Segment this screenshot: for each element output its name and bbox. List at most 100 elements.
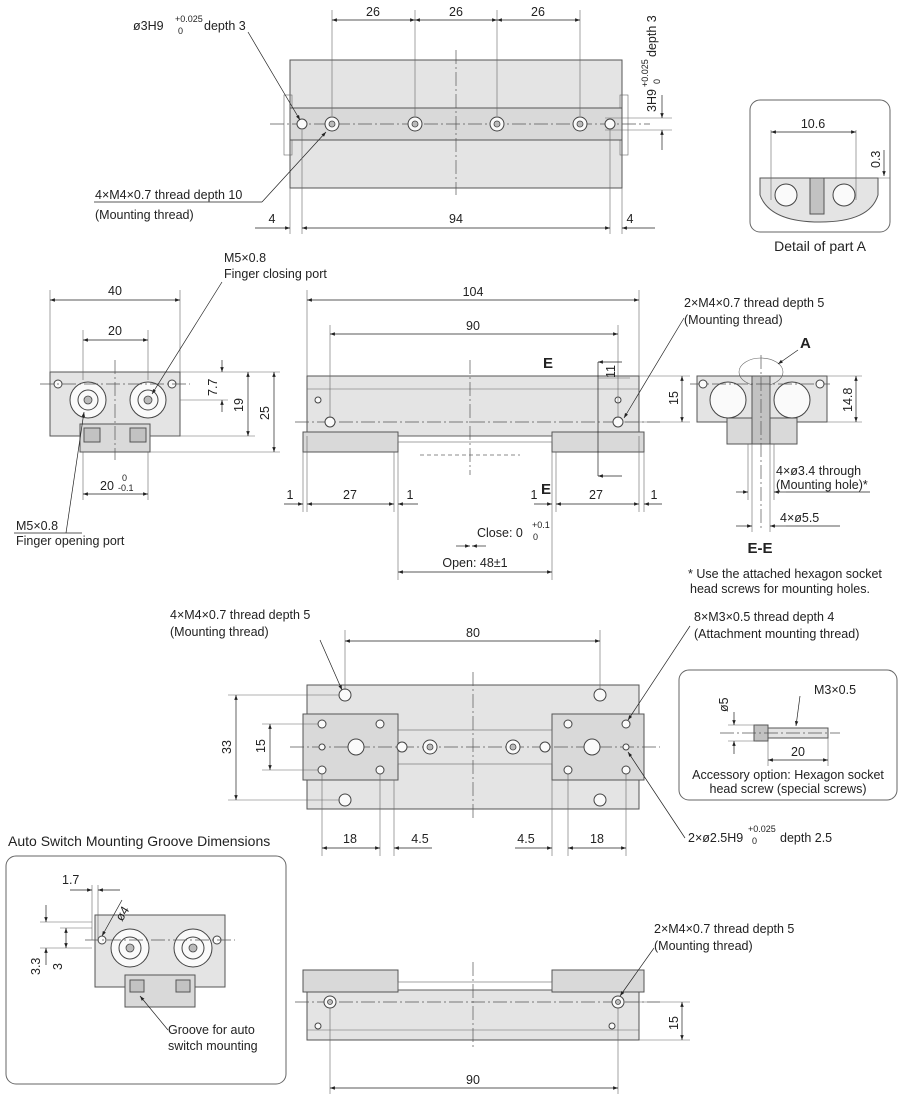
front-thread-note: (Mounting thread) [684, 313, 783, 327]
section-hole-label: 4×ø3.4 through [776, 464, 861, 478]
side-pin-zero: 0 [652, 79, 662, 84]
front-finger-r: 27 [589, 488, 603, 502]
top-thread-note: (Mounting thread) [95, 208, 194, 222]
section-cbore-label: 4×ø5.5 [780, 511, 819, 525]
section-ee: A 14.8 4×ø3.4 through (Mounting hole)* 4… [688, 335, 882, 596]
front-thread-label: 2×M4×0.7 thread depth 5 [684, 296, 824, 310]
side-bottom-tol-top: 0 [122, 473, 127, 483]
right-margin-label: 4 [627, 212, 634, 226]
groove-label-1: Groove for auto [168, 1023, 255, 1037]
side-width-label: 40 [108, 284, 122, 298]
accessory-box: ø5 M3×0.5 20 Accessory option: Hexagon s… [678, 669, 898, 801]
bottom-pin-depth: depth 2.5 [780, 831, 832, 845]
groove-label-2: switch mounting [168, 1039, 258, 1053]
bottom-pin-tol-top: +0.025 [748, 824, 776, 834]
section-ee-caption: E-E [747, 540, 772, 557]
section-footnote-2: head screws for mounting holes. [690, 582, 870, 596]
front-gap-lm: 1 [407, 488, 414, 502]
left-margin-label: 4 [269, 212, 276, 226]
detail-a: 10.6 0.3 Detail of part A [749, 99, 891, 254]
accessory-caption-1: Accessory option: Hexagon socket [692, 768, 884, 782]
front-dim-11: 11 [604, 365, 618, 378]
bottom-pitch-label: 80 [466, 626, 480, 640]
front-gap-r: 1 [651, 488, 658, 502]
groove-dim-1-7: 1.7 [62, 873, 79, 887]
pitch-label-1: 26 [366, 5, 380, 19]
side-inner-width-label: 20 [108, 324, 122, 338]
attach-thread-label: 8×M3×0.5 thread depth 4 [694, 610, 834, 624]
side-view: 40 20 7.7 19 25 20 0 -0.1 M5×0.8 Finger … [14, 251, 327, 548]
bottom-height-label: 33 [220, 740, 234, 754]
accessory-dia: ø5 [717, 697, 731, 712]
front-dim-15: 15 [667, 391, 681, 405]
accessory-length: 20 [791, 745, 805, 759]
bottom-d45-l: 4.5 [411, 832, 428, 846]
top-thread-label: 4×M4×0.7 thread depth 10 [95, 188, 242, 202]
front-view-body [306, 375, 640, 437]
mark-a: A [800, 335, 811, 352]
detail-a-caption: Detail of part A [774, 238, 866, 254]
bottom-d45-r: 4.5 [517, 832, 534, 846]
groove-title: Auto Switch Mounting Groove Dimensions [8, 833, 270, 849]
front-gap-rm: 1 [531, 488, 538, 502]
opening-port-note: Finger opening port [16, 534, 125, 548]
detail-width-label: 10.6 [801, 117, 825, 131]
length-label: 94 [449, 212, 463, 226]
front-view: 104 90 E E 11 15 2×M4×0.7 thread depth 5… [284, 285, 824, 580]
closing-port-label: M5×0.8 [224, 251, 266, 265]
top-mounting-holes [296, 116, 616, 132]
section-e-bottom: E [541, 481, 551, 498]
top-view: 26 26 26 ø3H9 +0.025 0 depth 3 3H9 +0.02… [94, 5, 672, 234]
pin-hole-tol-bot: 0 [178, 26, 183, 36]
front-finger-left [302, 431, 399, 453]
front-gap-l: 1 [287, 488, 294, 502]
attach-thread-note: (Attachment mounting thread) [694, 627, 859, 641]
section-footnote-1: * Use the attached hexagon socket [688, 567, 882, 581]
bottom-thread-note: (Mounting thread) [170, 625, 269, 639]
pin-hole-tol-top: +0.025 [175, 14, 203, 24]
accessory-caption-2: head screw (special screws) [710, 782, 867, 796]
close-label: Close: 0 [477, 526, 523, 540]
pitch-label-2: 26 [449, 5, 463, 19]
front-overall-label: 104 [463, 285, 484, 299]
closing-port-note: Finger closing port [224, 267, 327, 281]
bottom-d18-l: 18 [343, 832, 357, 846]
groove-dim-o4: ø4 [113, 904, 133, 924]
side-bottom-width: 20 [100, 479, 114, 493]
front-finger-l: 27 [343, 488, 357, 502]
side-pin-label: 3H9 [645, 89, 659, 112]
groove-detail: Auto Switch Mounting Groove Dimensions 1… [5, 833, 287, 1085]
section-dim-14-8: 14.8 [841, 388, 855, 412]
close-tol-top: +0.1 [532, 520, 550, 530]
accessory-thread: M3×0.5 [814, 683, 856, 697]
detail-offset-label: 0.3 [869, 151, 883, 168]
lower-thread-label: 2×M4×0.7 thread depth 5 [654, 922, 794, 936]
bottom-thread-label: 4×M4×0.7 thread depth 5 [170, 608, 310, 622]
side-bottom-tol-bot: -0.1 [118, 483, 134, 493]
groove-dim-3: 3 [51, 963, 65, 970]
bottom-d18-r: 18 [590, 832, 604, 846]
open-label: Open: 48±1 [442, 556, 507, 570]
opening-port-label: M5×0.8 [16, 519, 58, 533]
side-dim-25: 25 [258, 406, 272, 420]
section-hole-note: (Mounting hole)* [776, 478, 868, 492]
pin-hole-depth: depth 3 [204, 19, 246, 33]
side-dim-19: 19 [232, 398, 246, 412]
lower-finger-right [551, 969, 645, 993]
lower-thread-note: (Mounting thread) [654, 939, 753, 953]
bottom-holes [317, 688, 631, 807]
bottom-inner-label: 15 [254, 739, 268, 753]
pin-hole-label: ø3H9 [133, 19, 164, 33]
close-tol-bot: 0 [533, 532, 538, 542]
pitch-label-3: 26 [531, 5, 545, 19]
side-pin-depth: depth 3 [645, 15, 659, 57]
section-e-top: E [543, 355, 553, 372]
side-dim-7-7: 7.7 [206, 379, 220, 396]
lower-front-view: 2×M4×0.7 thread depth 5 (Mounting thread… [295, 922, 794, 1094]
bottom-pin-label: 2×ø2.5H9 [688, 831, 743, 845]
bottom-pin-tol-bot: 0 [752, 836, 757, 846]
lower-pitch-label: 90 [466, 1073, 480, 1087]
groove-dim-3-3: 3.3 [29, 958, 43, 975]
lower-finger-left [302, 969, 399, 993]
